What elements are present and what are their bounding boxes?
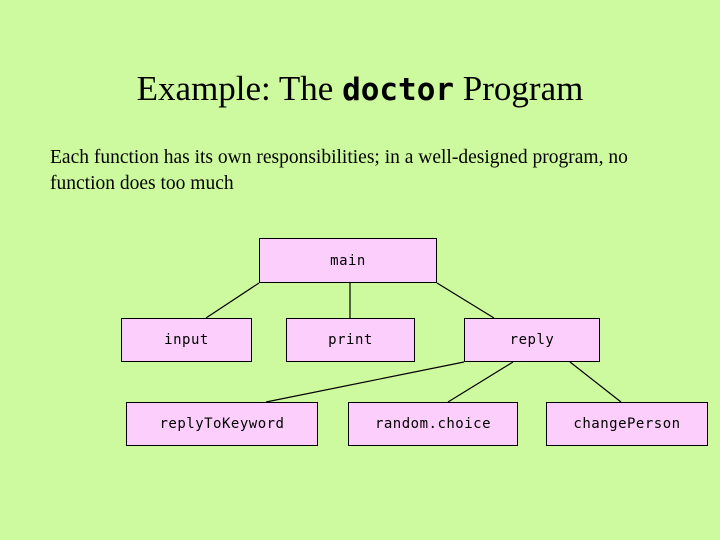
diagram-node-label: changePerson — [573, 416, 681, 432]
connector-reply-to-replyToKeyword — [265, 361, 465, 403]
diagram-node-label: random.choice — [374, 416, 492, 432]
diagram-node-reply: reply — [464, 318, 600, 362]
diagram-node-replyToKeyword: replyToKeyword — [126, 402, 318, 446]
page-title: Example: The doctor Program — [0, 68, 720, 111]
diagram-node-label: reply — [509, 332, 555, 348]
diagram-node-label: input — [164, 332, 209, 348]
diagram-node-input: input — [121, 318, 252, 362]
page-title-suffix: Program — [454, 69, 584, 108]
diagram-node-label: main — [330, 252, 366, 269]
connector-lines — [205, 282, 622, 403]
diagram-node-label: replyToKeyword — [159, 416, 285, 432]
connector-main-to-reply — [436, 282, 495, 319]
diagram-node-changePerson: changePerson — [546, 402, 708, 446]
diagram-node-main: main — [259, 238, 437, 283]
connector-reply-to-randomChoice — [447, 361, 514, 403]
page-title-prefix: Example: The — [136, 69, 343, 108]
diagram-node-randomChoice: random.choice — [348, 402, 518, 446]
body-paragraph: Each function has its own responsibiliti… — [50, 147, 628, 194]
page-title-code-word: doctor — [342, 72, 455, 108]
connector-reply-to-changePerson — [569, 361, 622, 403]
connector-main-to-input — [205, 282, 260, 319]
diagram-node-print: print — [286, 318, 415, 362]
diagram-node-label: print — [328, 332, 373, 348]
